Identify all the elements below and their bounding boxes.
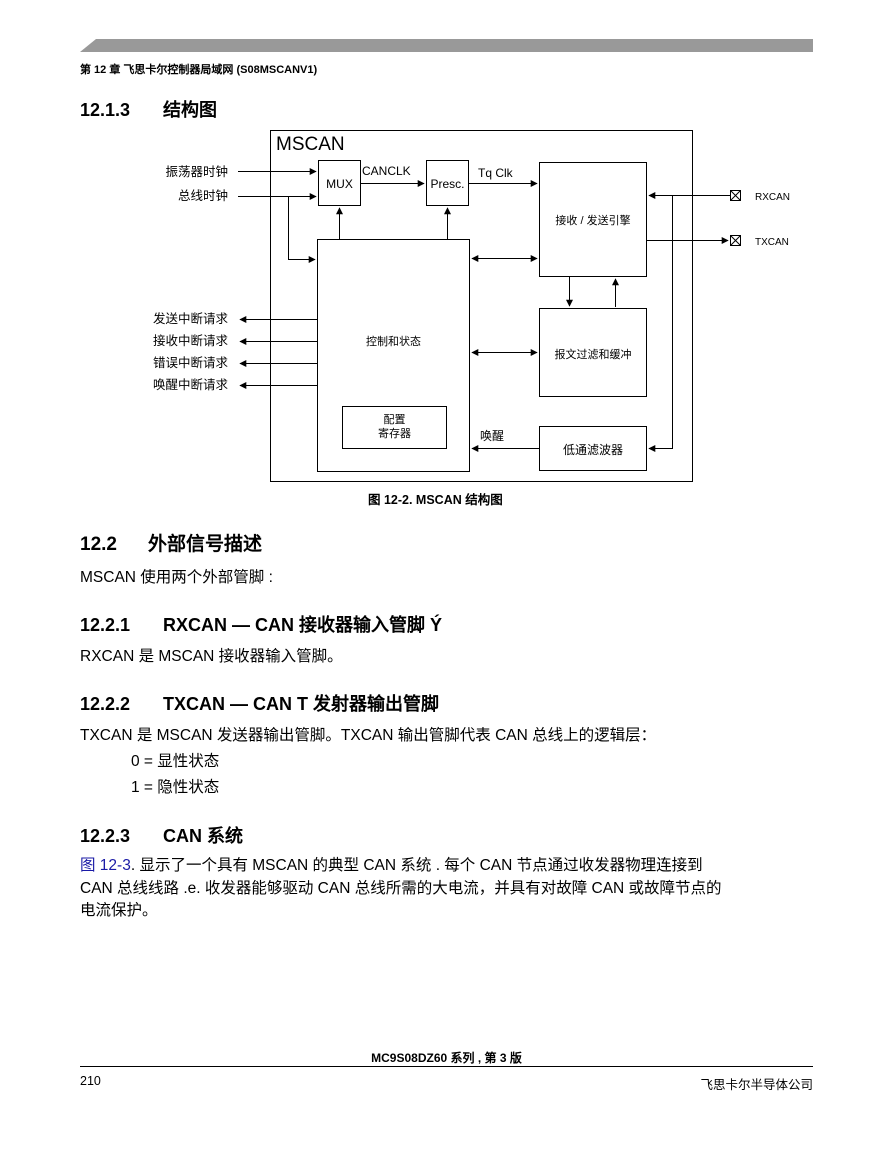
section-title: 外部信号描述 <box>148 534 263 555</box>
input-bus-clock: 总线时钟 <box>178 188 228 203</box>
footer-rule <box>80 1066 813 1067</box>
section-title: 结构图 <box>163 100 217 120</box>
header-bar <box>80 39 813 52</box>
paragraph: RXCAN 是 MSCAN 接收器输入管脚。 <box>80 648 343 665</box>
bus-clock-branch-line <box>288 196 316 263</box>
list-item: 1 = 隐性状态 <box>131 779 220 796</box>
paragraph-text: . 显示了一个具有 MSCAN 的典型 CAN 系统 . 每个 CAN 节点通过… <box>130 857 703 874</box>
section-number: 12.2 <box>80 534 117 555</box>
txcan-label: TXCAN <box>755 237 789 248</box>
company-name: 飞思卡尔半导体公司 <box>700 1078 813 1092</box>
rx-tx-engine-block <box>539 162 647 277</box>
paragraph: MSCAN 使用两个外部管脚 : <box>80 569 273 586</box>
section-heading-12-2: 12.2 外部信号描述 <box>80 529 262 556</box>
section-title: CAN 系统 <box>163 826 243 846</box>
section-heading-12-2-3: 12.2.3 CAN 系统 <box>80 822 243 848</box>
rx-interrupt-label: 接收中断请求 <box>153 333 229 348</box>
filter-label: 报文过滤和缓冲 <box>555 347 632 361</box>
section-heading-12-1-3: 12.1.3 结构图 <box>80 96 217 122</box>
figure-caption: 图 12-2. MSCAN 结构图 <box>368 493 503 507</box>
section-heading-12-2-2: 12.2.2 TXCAN — CAN T 发射器输出管脚 <box>80 690 439 716</box>
engine-label: 接收 / 发送引擎 <box>555 213 630 227</box>
err-interrupt-label: 错误中断请求 <box>153 355 229 370</box>
paragraph: TXCAN 是 MSCAN 发送器输出管脚。TXCAN 输出管脚代表 CAN 总… <box>80 727 657 744</box>
prescaler-block <box>426 160 469 206</box>
paragraph-line: CAN 总线线路 .e. 收发器能够驱动 CAN 总线所需的大电流，并具有对故障… <box>80 880 722 897</box>
lowpass-label: 低通滤波器 <box>563 443 623 457</box>
module-title: MSCAN <box>276 134 345 155</box>
txcan-pin-icon <box>730 235 741 246</box>
chapter-title: 第 12 章 飞思卡尔控制器局域网 (S08MSCANV1) <box>80 64 318 76</box>
figure-link[interactable]: 图 12-3 <box>80 857 131 874</box>
list-item: 0 = 显性状态 <box>131 753 220 770</box>
rxcan-to-lowpass-line <box>648 195 673 452</box>
tqclk-label: Tq Clk <box>478 166 514 180</box>
footer-doc-title: MC9S08DZ60 系列 , 第 3 版 <box>371 1051 522 1065</box>
section-number: 12.2.3 <box>80 826 131 846</box>
config-label-line2: 寄存器 <box>378 426 411 440</box>
control-status-block <box>317 239 470 472</box>
section-title: RXCAN — CAN 接收器输入管脚 Ý <box>163 615 443 635</box>
section-title: TXCAN — CAN T 发射器输出管脚 <box>163 694 439 714</box>
page-number: 210 <box>80 1074 101 1088</box>
rxcan-pin-icon <box>730 190 741 201</box>
config-label-line1: 配置 <box>384 413 406 426</box>
mscan-block-diagram: MSCAN 振荡器时钟 总线时钟 MUX CANCLK Presc. Tq Cl… <box>153 130 790 482</box>
paragraph-line: 图 12-3. 显示了一个具有 MSCAN 的典型 CAN 系统 . 每个 CA… <box>80 853 703 875</box>
low-pass-filter-block <box>539 426 647 471</box>
presc-label: Presc. <box>430 177 464 191</box>
mux-block <box>318 160 361 206</box>
section-number: 12.1.3 <box>80 100 131 120</box>
mux-label: MUX <box>326 177 353 191</box>
rxcan-label: RXCAN <box>755 192 790 203</box>
canclk-label: CANCLK <box>362 164 411 178</box>
wakeup-interrupt-label: 唤醒中断请求 <box>153 377 229 392</box>
section-heading-12-2-1: 12.2.1 RXCAN — CAN 接收器输入管脚 Ý <box>80 611 442 637</box>
config-registers-block <box>342 406 447 449</box>
control-label: 控制和状态 <box>366 334 421 348</box>
wakeup-label: 唤醒 <box>480 429 504 443</box>
tx-interrupt-label: 发送中断请求 <box>153 311 229 326</box>
section-number: 12.2.1 <box>80 615 131 635</box>
mscan-outer-box <box>270 130 693 482</box>
message-filter-block <box>539 308 647 397</box>
input-osc-clock: 振荡器时钟 <box>165 164 228 179</box>
section-number: 12.2.2 <box>80 694 131 714</box>
paragraph-line: 电流保护。 <box>80 902 158 919</box>
